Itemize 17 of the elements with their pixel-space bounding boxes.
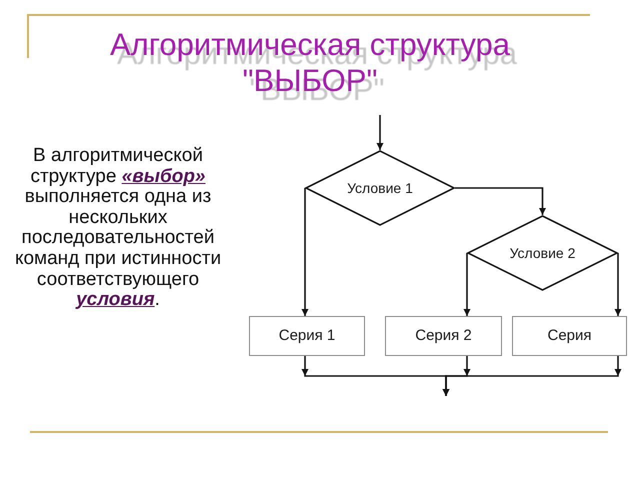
process-box bbox=[512, 316, 627, 356]
process-box bbox=[385, 316, 502, 356]
condition-label: Условие 2 bbox=[510, 244, 576, 262]
process-label: Серия 1 bbox=[278, 327, 336, 345]
flow-arrow bbox=[376, 115, 384, 150]
process-label: Серия bbox=[547, 327, 592, 345]
decision-diamond bbox=[467, 215, 618, 291]
process-box bbox=[249, 316, 365, 356]
flow-arrow bbox=[614, 253, 622, 316]
flow-arrow bbox=[464, 253, 470, 316]
decision-diamond bbox=[305, 150, 455, 226]
flow-arrow bbox=[455, 187, 546, 215]
description-text: В алгоритмической структуре «выбор» выполняется одна из нескольких последовательностей команд при истинности соответствующего условия. bbox=[14, 146, 222, 311]
slide-title: Алгоритмическая структура "ВЫБОР" bbox=[109, 27, 511, 99]
process-label: Серия 2 bbox=[415, 327, 472, 345]
flow-arrow bbox=[302, 188, 308, 316]
condition-label: Условие 1 bbox=[347, 180, 413, 196]
